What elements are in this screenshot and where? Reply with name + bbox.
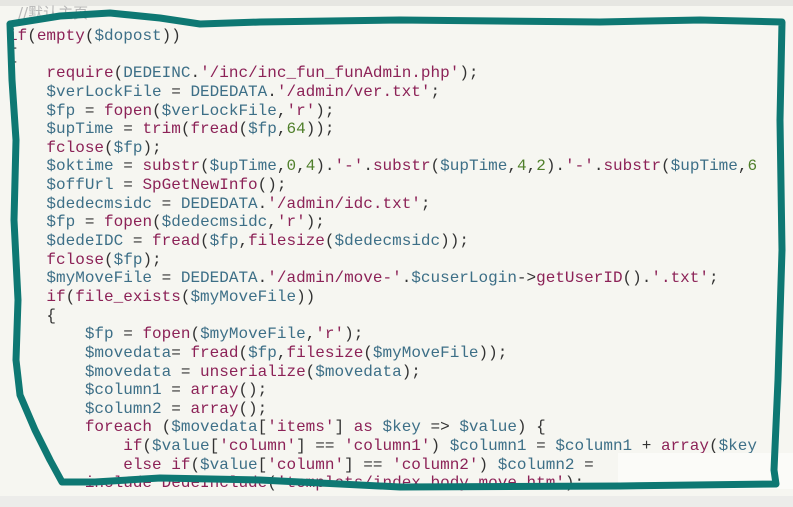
- code-line: $fp = fopen($dedecmsidc,'r');: [46, 213, 325, 232]
- code-line: require(DEDEINC.'/inc/inc_fun_funAdmin.p…: [46, 64, 479, 83]
- code-line: $movedata= fread($fp,filesize($myMoveFil…: [84, 343, 508, 362]
- code-line: $oktime = substr($upTime,0,4).'-'.substr…: [46, 157, 758, 176]
- code-line: $movedata = unserialize($movedata);: [84, 362, 421, 381]
- code-editor[interactable]: if(empty($dopost)) { require(DEDEINC.'/in…: [8, 27, 757, 493]
- code-line: $fp = fopen($verLockFile,'r');: [46, 101, 335, 120]
- code-line: if($value['column'] == 'column1') $colum…: [123, 437, 757, 456]
- code-line: $verLockFile = DEDEDATA.'/admin/ver.txt'…: [46, 82, 441, 101]
- outline-stroke: [6, 9, 786, 491]
- bottom-strip: [0, 496, 793, 507]
- code-line: fclose($fp);: [46, 138, 162, 157]
- code-line: $offUrl = SpGetNewInfo();: [46, 176, 287, 195]
- top-strip: [0, 0, 793, 6]
- code-line: $column2 = array();: [84, 399, 268, 418]
- code-line: $dedeIDC = fread($fp,filesize($dedecmsid…: [46, 232, 469, 251]
- code-line: $dedecmsidc = DEDEDATA.'/admin/idc.txt';: [46, 194, 431, 213]
- code-line: $myMoveFile = DEDEDATA.'/admin/move-'.$c…: [46, 269, 719, 288]
- code-line: $column1 = array();: [84, 381, 268, 400]
- code-line: {: [8, 306, 57, 325]
- code-line: else if($value['column'] == 'column2') $…: [123, 455, 604, 474]
- code-line: $upTime = trim(fread($fp,64));: [46, 120, 335, 139]
- code-line: $fp = fopen($myMoveFile,'r');: [84, 325, 364, 344]
- code-line: foreach ($movedata['items'] as $key => $…: [84, 418, 546, 437]
- code-line: fclose($fp);: [46, 250, 162, 269]
- code-line: if(empty($dopost)): [8, 27, 181, 45]
- code-line: if(file_exists($myMoveFile)): [46, 287, 316, 306]
